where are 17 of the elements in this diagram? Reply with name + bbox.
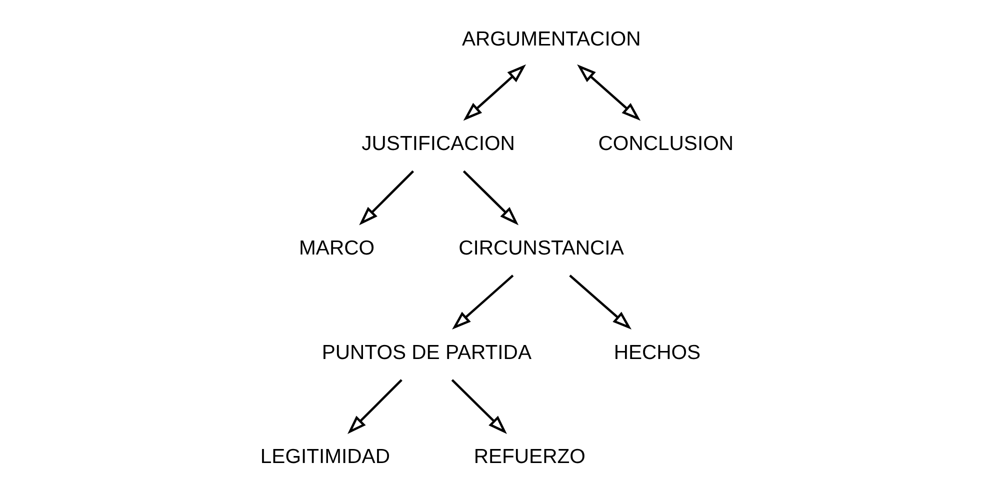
- arrow: [568, 274, 631, 330]
- arrow: [450, 379, 506, 434]
- node-text: JUSTIFICACION: [361, 132, 514, 155]
- node-text: ARGUMENTACION: [461, 28, 640, 51]
- arrow: [576, 64, 640, 121]
- arrow: [462, 170, 518, 226]
- node-text: CIRCUNSTANCIA: [458, 237, 624, 260]
- arrow: [358, 170, 414, 226]
- node-text: PUNTOS DE PARTIDA: [321, 342, 531, 364]
- arrow: [347, 379, 402, 434]
- node-text: LEGITIMIDAD: [260, 446, 390, 468]
- node-text: CONCLUSION: [598, 132, 734, 155]
- node-text: MARCO: [298, 237, 374, 260]
- arrow: [452, 274, 514, 330]
- node-text: HECHOS: [613, 342, 700, 364]
- node-text: REFUERZO: [473, 446, 585, 468]
- arrow: [462, 64, 526, 121]
